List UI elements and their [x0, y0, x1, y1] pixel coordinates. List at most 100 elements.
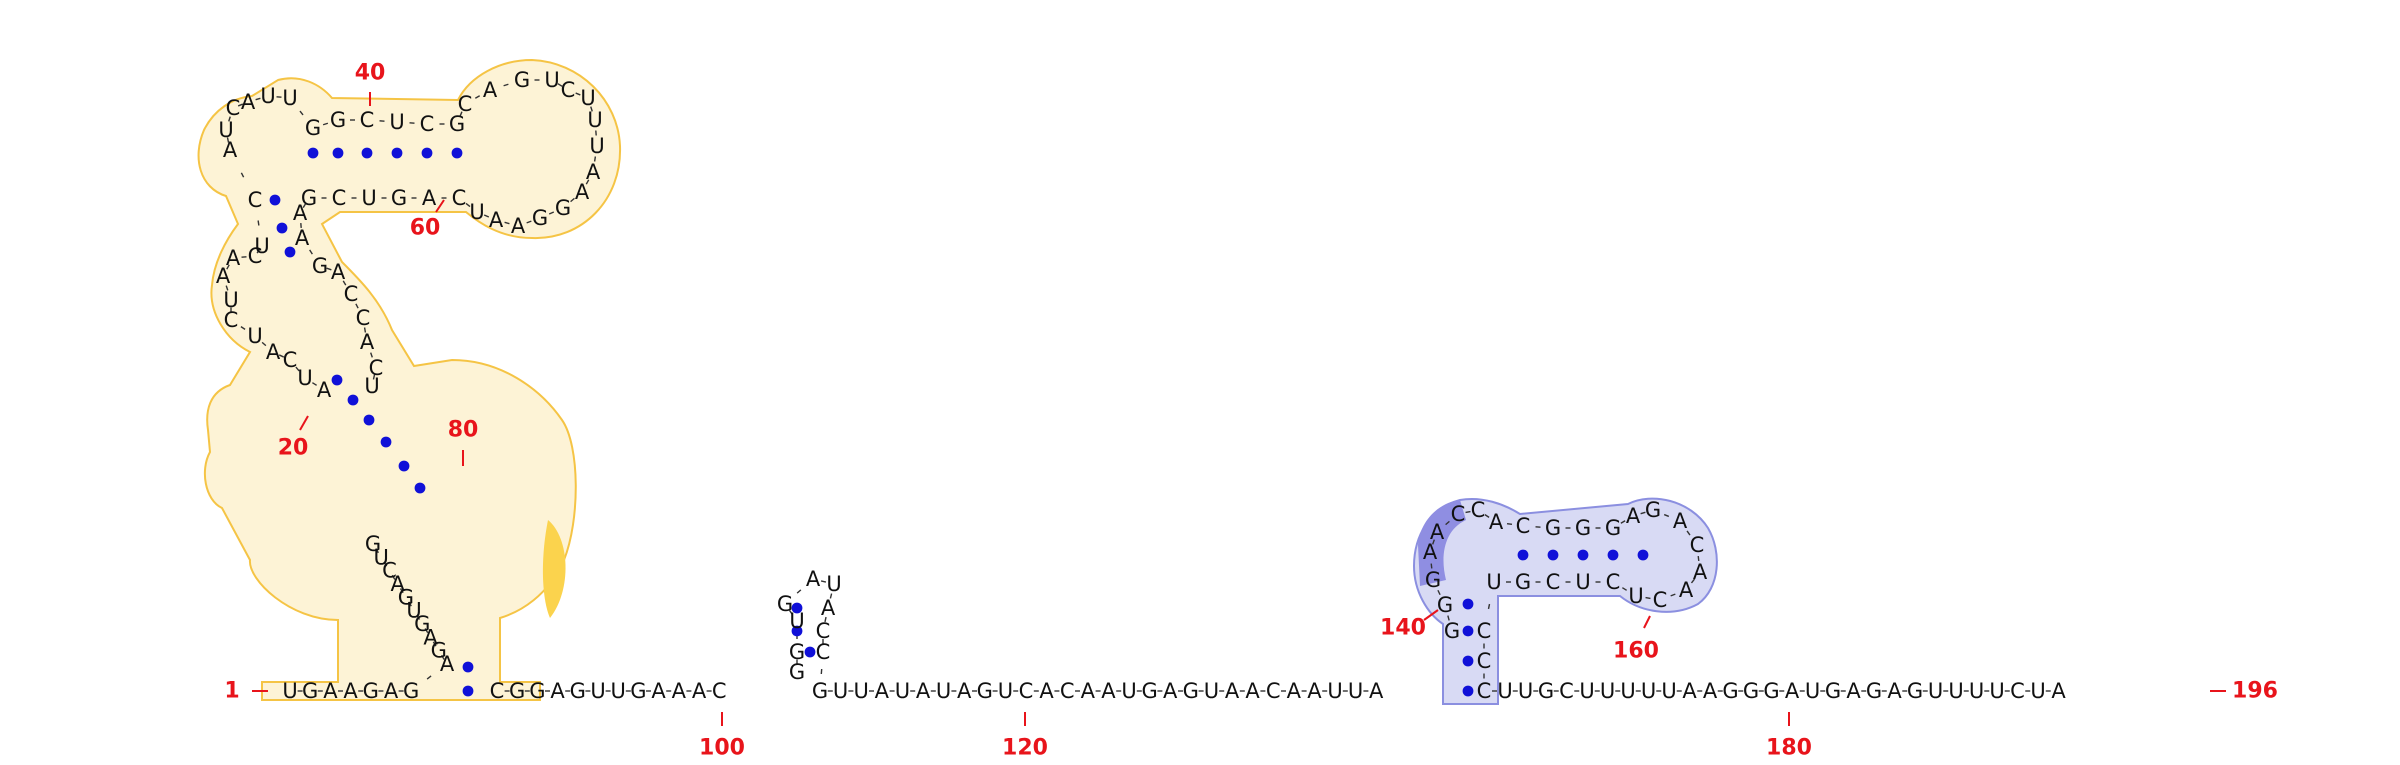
- backbone-link: [788, 610, 794, 615]
- nucleotide: U: [1579, 679, 1594, 703]
- nucleotide: C: [712, 679, 727, 703]
- backbone-link: [465, 202, 471, 208]
- nucleotide: A: [575, 180, 590, 204]
- nucleotide: C: [1471, 498, 1486, 522]
- base-pair-dot: [1577, 549, 1589, 561]
- backbone-links: [225, 79, 2051, 692]
- nucleotide: C: [224, 308, 239, 332]
- backbone-link: [375, 548, 380, 554]
- nucleotide: G: [1825, 679, 1841, 703]
- base-pair-dot: [1547, 549, 1559, 561]
- base-pair-dot: [804, 646, 816, 658]
- backbone-link: [302, 202, 307, 209]
- nucleotide: C: [382, 559, 397, 583]
- nucleotide: G: [398, 585, 414, 609]
- nucleotide: U: [1600, 679, 1615, 703]
- region-blue-accent: [1418, 500, 1466, 586]
- nucleotide: U: [282, 86, 297, 110]
- nucleotide: A: [1489, 510, 1504, 534]
- nucleotide: G: [301, 186, 317, 210]
- nucleotide: G: [812, 679, 828, 703]
- nucleotide: A: [331, 260, 346, 284]
- nucleotide: A: [1430, 520, 1445, 544]
- nucleotide: A: [216, 264, 231, 288]
- nucleotide: A: [1626, 504, 1641, 528]
- position-tick: [1423, 609, 1439, 621]
- backbone-link: [1620, 520, 1626, 524]
- backbone-link: [1697, 555, 1700, 562]
- base-pair-dot: [331, 374, 343, 386]
- nucleotide: C: [1559, 679, 1574, 703]
- base-pair-dot: [791, 602, 803, 614]
- region-blue-hairpin-3: [1412, 497, 1718, 705]
- position-tick: [435, 199, 445, 213]
- base-pair-dot: [363, 414, 375, 426]
- backbone-link: [383, 561, 388, 567]
- nucleotide: U: [389, 110, 404, 134]
- backbone-link: [342, 280, 347, 286]
- backbone-link: [255, 97, 261, 101]
- nucleotide: G: [305, 116, 321, 140]
- backbone-link: [228, 116, 231, 122]
- nucleotide: C: [1477, 649, 1492, 673]
- nucleotide: U: [1575, 570, 1590, 594]
- backbone-link: [1432, 539, 1435, 545]
- backbone-link: [372, 374, 376, 380]
- nucleotide: C: [360, 108, 375, 132]
- nucleotide: G: [330, 108, 346, 132]
- backbone-link: [295, 366, 300, 372]
- backbone-link: [1640, 511, 1646, 515]
- backbone-link: [426, 675, 432, 680]
- nucleotide: A: [806, 567, 821, 591]
- position-label: 100: [699, 736, 745, 761]
- base-pair-dot: [1637, 549, 1649, 561]
- backbone-link: [474, 95, 481, 99]
- base-pair-dot: [307, 147, 319, 159]
- backbone-link: [1430, 563, 1433, 569]
- backbone-link: [557, 83, 563, 87]
- position-label: 60: [410, 216, 441, 241]
- nucleotide: A: [1287, 679, 1302, 703]
- base-pair-dot: [1462, 625, 1474, 637]
- nucleotide: G: [1866, 679, 1882, 703]
- backbone-link: [391, 574, 396, 580]
- nucleotide: G: [630, 679, 646, 703]
- base-pair-dot: [332, 147, 344, 159]
- nucleotide: A: [323, 679, 338, 703]
- backbone-link: [575, 92, 581, 96]
- nucleotide: U: [361, 186, 376, 210]
- nucleotide: A: [692, 679, 707, 703]
- nucleotide: G: [1437, 593, 1453, 617]
- nucleotide: U: [297, 366, 312, 390]
- backbone-link: [585, 179, 590, 185]
- nucleotide: C: [1653, 588, 1668, 612]
- backbone-link: [1690, 578, 1696, 584]
- nucleotide: A: [422, 186, 437, 210]
- nucleotide: C: [452, 186, 467, 210]
- nucleotide: G: [1141, 679, 1157, 703]
- nucleotide: C: [1019, 679, 1034, 703]
- base-pair-dot: [380, 436, 392, 448]
- nucleotide: C: [1690, 533, 1705, 557]
- nucleotide: U: [1327, 679, 1342, 703]
- base-pair-dot: [269, 194, 281, 206]
- backbone-link: [240, 326, 246, 330]
- nucleotide: G: [431, 639, 447, 663]
- base-pair-dot: [1517, 549, 1529, 561]
- nucleotide: C: [1477, 679, 1492, 703]
- position-label: 196: [2232, 679, 2278, 704]
- nucleotide: G: [1444, 619, 1460, 643]
- nucleotide: C: [1266, 679, 1281, 703]
- nucleotide: U: [282, 679, 297, 703]
- backbone-link: [326, 267, 332, 271]
- base-pair-dot: [1462, 655, 1474, 667]
- nucleotide: U: [1204, 679, 1219, 703]
- base-pair-dot: [284, 246, 296, 258]
- nucleotide: C: [1606, 570, 1621, 594]
- backbone-link: [1686, 530, 1691, 536]
- nucleotide: U: [223, 288, 238, 312]
- nucleotide: G: [529, 679, 545, 703]
- nucleotide: G: [789, 640, 805, 664]
- nucleotide: A: [1846, 679, 1861, 703]
